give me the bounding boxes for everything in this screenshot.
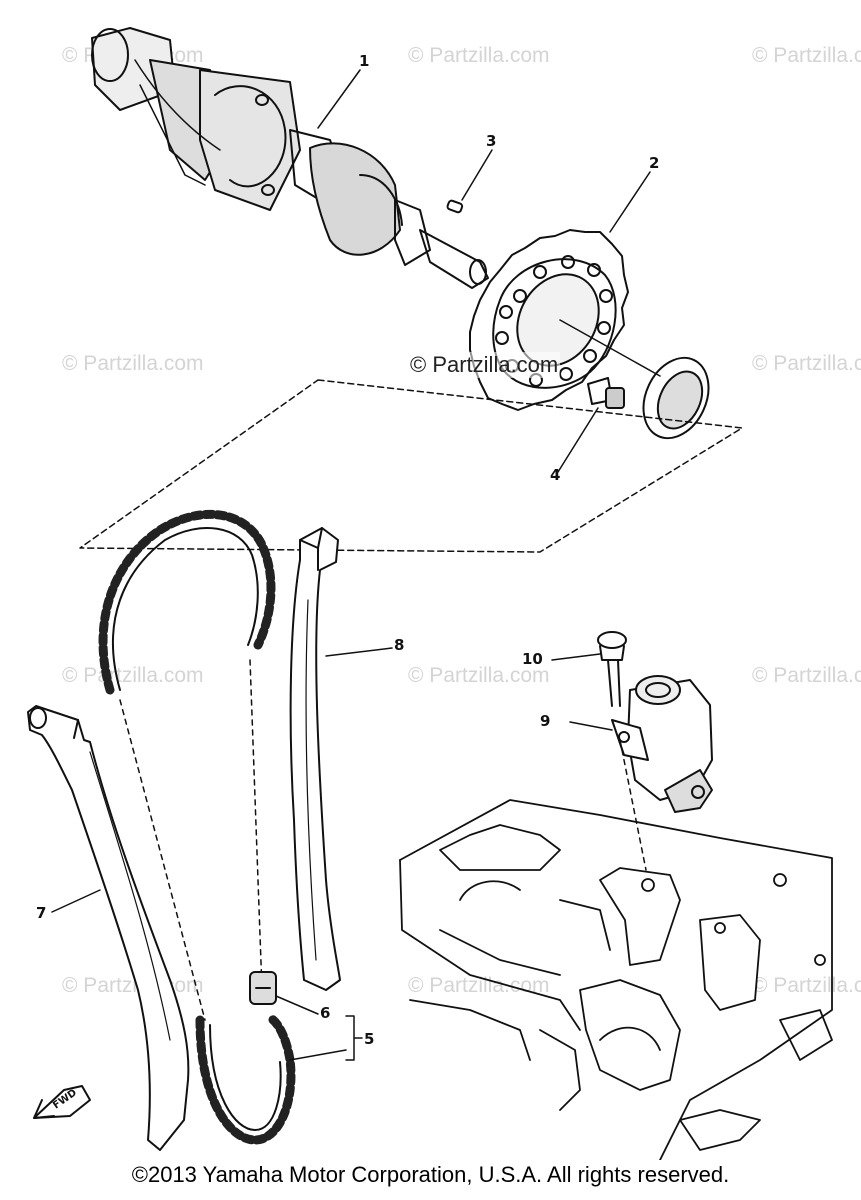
sprocket-ring <box>642 356 710 440</box>
chain-tensioner <box>611 675 713 813</box>
cam-chain-upper <box>98 509 276 695</box>
callout-3: 3 <box>486 132 497 150</box>
assembly-outline <box>79 379 743 553</box>
chain-guide-7 <box>27 705 190 1151</box>
chain-path-right <box>249 659 263 991</box>
callout-8: 8 <box>394 636 405 654</box>
cam-chain-lower <box>195 1013 296 1145</box>
watermark: © Partzilla.com <box>752 974 861 997</box>
axis-line <box>559 319 661 377</box>
watermark: © Partzilla.com <box>752 44 861 67</box>
watermark: © Partzilla.com <box>752 352 861 375</box>
fwd-arrow-icon <box>33 1085 91 1119</box>
chain-joint <box>249 971 277 1005</box>
watermark: © Partzilla.com <box>62 664 204 687</box>
watermark: © Partzilla.com <box>408 974 550 997</box>
callout-6: 6 <box>320 1004 331 1022</box>
dowel-pin <box>446 199 464 214</box>
leader-lines <box>51 69 651 1061</box>
tensioner-guide-line <box>619 739 647 871</box>
tensioner-bolt <box>597 631 627 707</box>
callout-1: 1 <box>359 52 370 70</box>
watermark: © Partzilla.com <box>408 664 550 687</box>
callout-7: 7 <box>36 904 47 922</box>
chain-guide-8 <box>289 527 341 991</box>
callout-4: 4 <box>550 466 561 484</box>
cylinder-head <box>399 799 833 1160</box>
callout-2: 2 <box>649 154 660 172</box>
chain-path-left <box>119 699 206 1021</box>
camshaft <box>91 27 489 289</box>
callout-5: 5 <box>364 1030 375 1048</box>
copyright-footer: ©2013 Yamaha Motor Corporation, U.S.A. A… <box>131 1162 730 1187</box>
diagram-artwork <box>27 27 833 1160</box>
watermark: © Partzilla.com <box>408 44 550 67</box>
watermark: © Partzilla.com <box>62 352 204 375</box>
callout-10: 10 <box>522 650 543 668</box>
callout-9: 9 <box>540 712 551 730</box>
watermark-center: © Partzilla.com <box>408 352 561 378</box>
watermark: © Partzilla.com <box>752 664 861 687</box>
sprocket-bolt <box>587 377 625 409</box>
